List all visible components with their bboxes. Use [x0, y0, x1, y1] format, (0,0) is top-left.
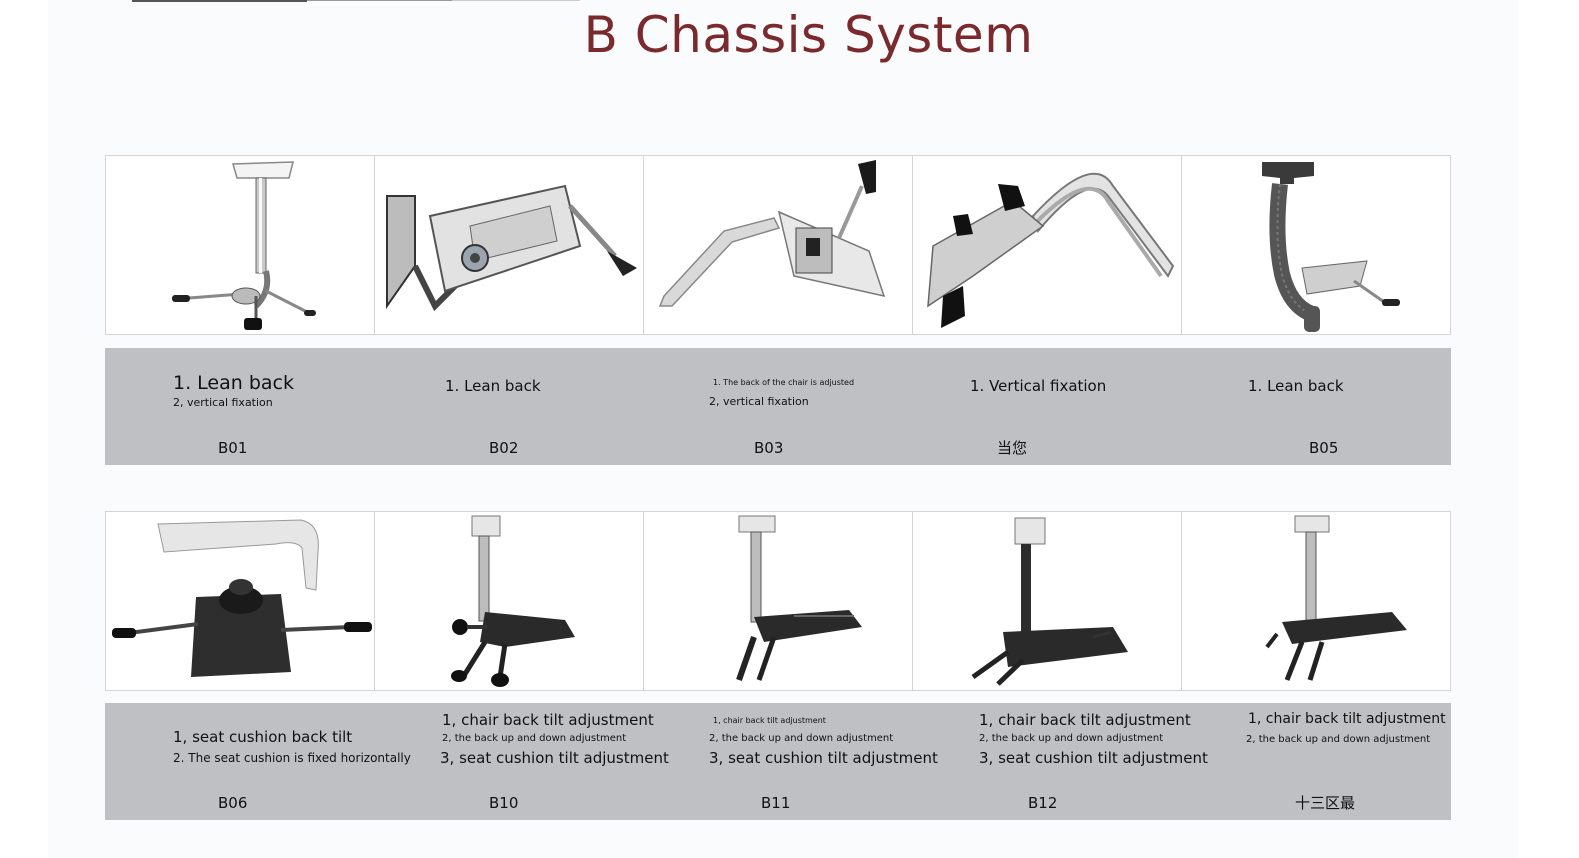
caption-line: 2, the back up and down adjustment [442, 733, 627, 744]
product-image-b03 [644, 156, 913, 334]
product-code: B01 [218, 439, 248, 457]
product-code: B11 [761, 794, 791, 812]
caption-line: 1, chair back tilt adjustment [442, 711, 654, 729]
product-image-b13 [1182, 512, 1450, 690]
product-image-row-1 [105, 155, 1451, 335]
caption-line: 2, the back up and down adjustment [709, 733, 894, 744]
product-image-b10 [375, 512, 644, 690]
product-image-b02 [375, 156, 644, 334]
product-code: 十三区最 [1295, 794, 1356, 812]
top-rule [307, 0, 452, 1]
caption-line: 3, seat cushion tilt adjustment [440, 749, 669, 767]
product-code: B05 [1309, 439, 1339, 457]
caption-line: 1. Vertical fixation [970, 377, 1107, 395]
product-image-b05 [1182, 156, 1450, 334]
page-title: B Chassis System [583, 6, 1034, 64]
caption-line: 1. Lean back [173, 372, 294, 394]
top-rule [452, 0, 580, 1]
caption-line: 2, vertical fixation [709, 395, 809, 408]
caption-line: 2. The seat cushion is fixed horizontall… [173, 751, 411, 765]
product-code: B10 [489, 794, 519, 812]
product-image-row-2 [105, 511, 1451, 691]
caption-row-1: 1. Lean back 2, vertical fixation B01 1.… [105, 348, 1451, 465]
caption-line: 1. Lean back [1248, 377, 1344, 395]
caption-line: 2, vertical fixation [173, 396, 273, 409]
caption-line: 1. Lean back [445, 377, 541, 395]
product-image-b06 [106, 512, 375, 690]
caption-line: 2, the back up and down adjustment [1246, 734, 1431, 745]
product-code: B06 [218, 794, 248, 812]
product-code: B03 [754, 439, 784, 457]
caption-row-2: 1, seat cushion back tilt 2. The seat cu… [105, 703, 1451, 820]
product-image-b12 [913, 512, 1182, 690]
caption-line: 1, chair back tilt adjustment [713, 716, 826, 725]
caption-line: 3, seat cushion tilt adjustment [709, 749, 938, 767]
product-code: 当您 [997, 439, 1028, 457]
product-image-b11 [644, 512, 913, 690]
product-code: B12 [1028, 794, 1058, 812]
top-rule [132, 0, 307, 2]
caption-line: 3, seat cushion tilt adjustment [979, 749, 1208, 767]
caption-line: 2, the back up and down adjustment [979, 733, 1164, 744]
caption-line: 1, seat cushion back tilt [173, 728, 353, 746]
caption-line: 1. The back of the chair is adjusted [713, 378, 855, 387]
caption-line: 1, chair back tilt adjustment [979, 711, 1191, 729]
product-image-b01 [106, 156, 375, 334]
caption-line: 1, chair back tilt adjustment [1248, 711, 1446, 727]
product-image-b04 [913, 156, 1182, 334]
product-code: B02 [489, 439, 519, 457]
